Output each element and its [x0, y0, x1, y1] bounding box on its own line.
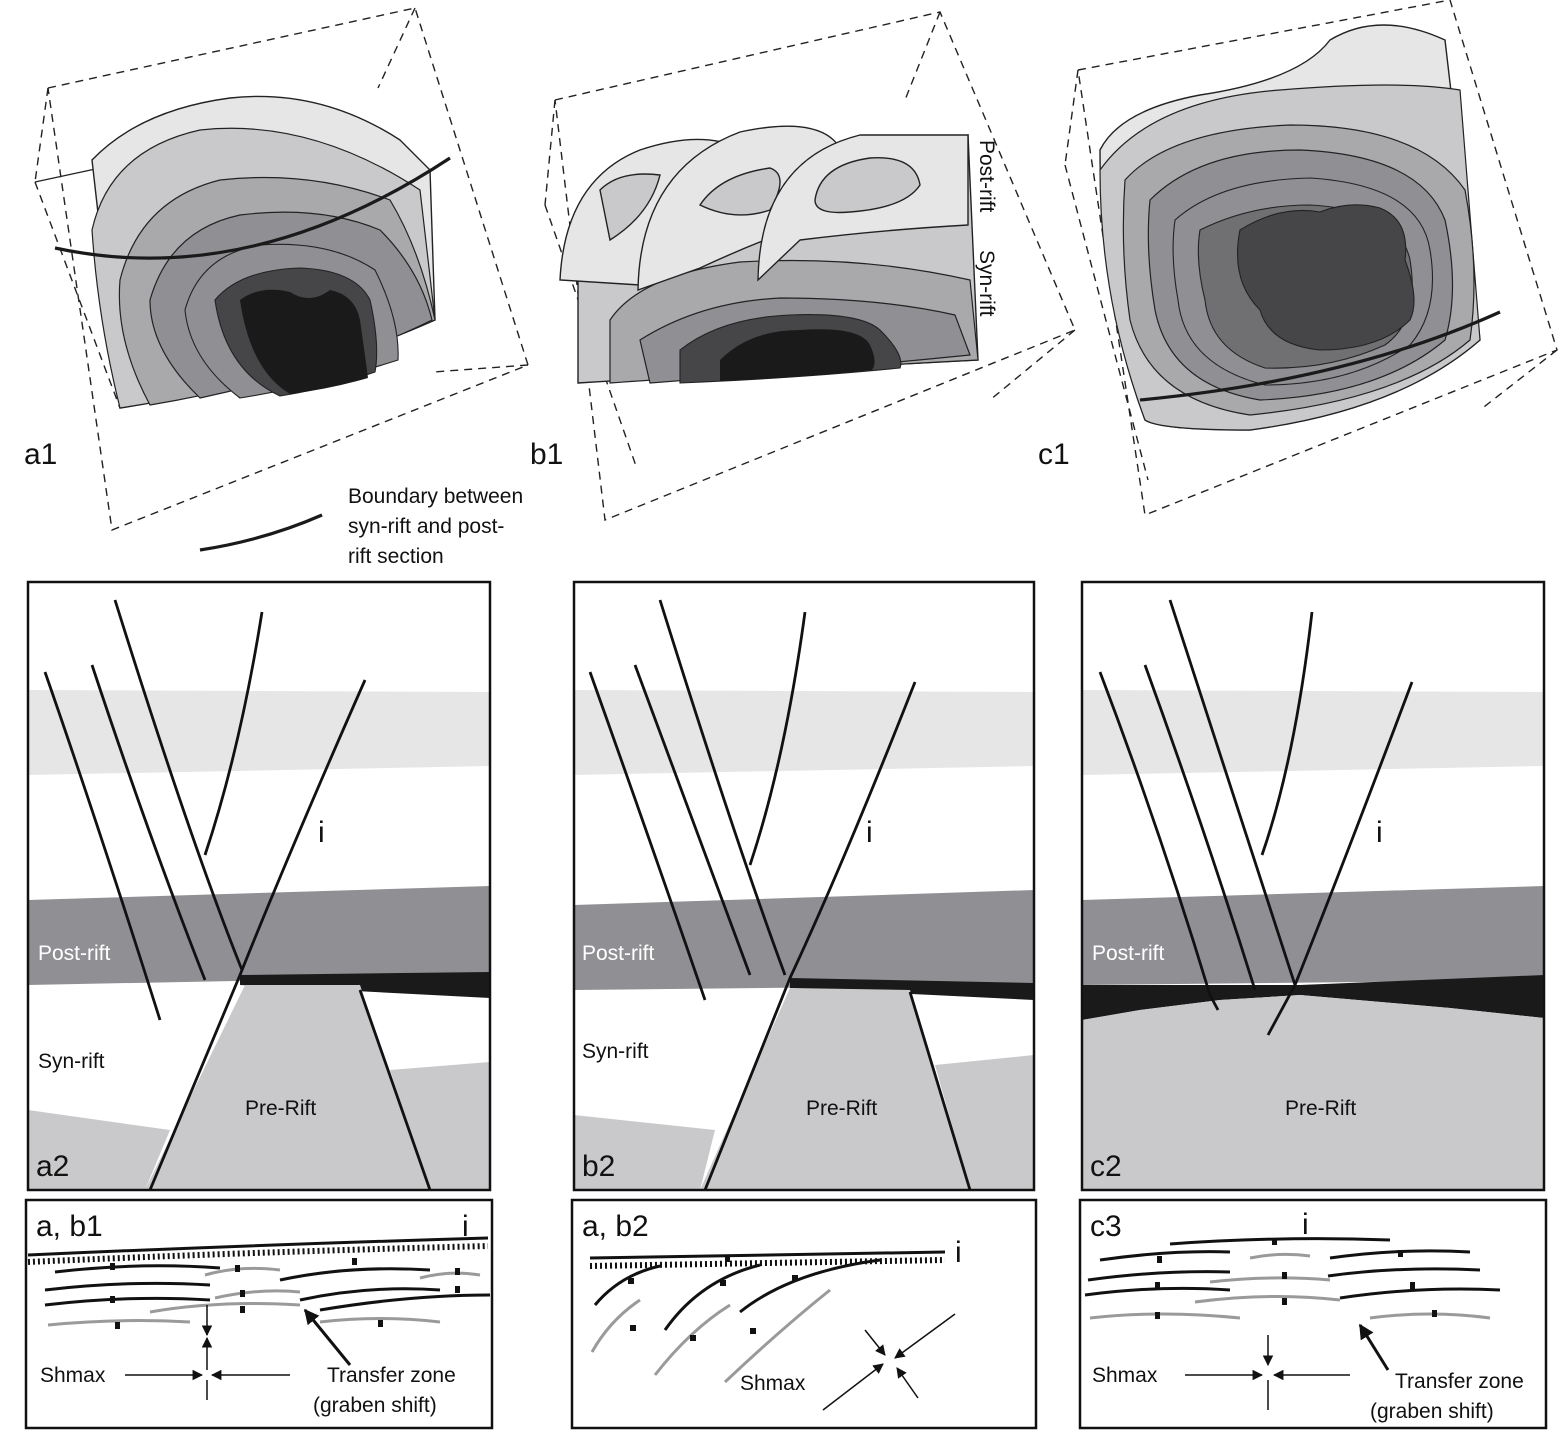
- c2-pre-rift-label: Pre-Rift: [1285, 1097, 1356, 1120]
- a2-fault-label: i: [318, 816, 325, 849]
- section-a2: i Post-rift Syn-rift Pre-Rift a2: [26, 580, 492, 1192]
- b2-thin-layer: [790, 978, 1034, 1000]
- block-b1-syn-rift-label: Syn-rift: [975, 250, 998, 317]
- c2-panel-label: c2: [1090, 1150, 1122, 1183]
- block-c1-wireframe: [1064, 0, 1558, 516]
- section-b2-frame: [572, 580, 1036, 1192]
- block-b1-lobe-3-inner: [814, 157, 921, 214]
- map-ab2-label: a, b2: [582, 1210, 649, 1243]
- b2-pre-rift-left: [574, 1115, 715, 1190]
- section-b2: i Post-rift Syn-rift Pre-Rift b2: [572, 580, 1036, 1192]
- legend-line-1: Boundary between: [348, 485, 523, 508]
- b2-layer-top: [574, 690, 1034, 775]
- map-ab1-stress-arrows: [125, 1305, 352, 1400]
- map-c3-transfer-line-2: (graben shift): [1370, 1400, 1494, 1423]
- block-a1-wireframe: [34, 7, 529, 531]
- block-a1-rift-boundary: [54, 156, 451, 260]
- map-ab1-transfer-line-1: Transfer zone: [327, 1364, 456, 1387]
- block-a1-core: [240, 289, 368, 394]
- c2-faults: [1098, 599, 1414, 1036]
- map-c3-stress-label: Shmax: [1092, 1364, 1158, 1387]
- map-ab1-main-fault: [27, 1236, 489, 1257]
- c2-layer-top: [1082, 690, 1544, 775]
- map-c3-faults-grey: [1089, 1252, 1491, 1320]
- map-ab1-frame: [24, 1198, 494, 1430]
- a2-pre-rift-right: [390, 1062, 490, 1190]
- map-ab2-stress-label: Shmax: [740, 1372, 806, 1395]
- a2-layer-top: [28, 690, 490, 775]
- map-ab1-faults-grey: [47, 1266, 481, 1327]
- map-ab2-frame: [570, 1198, 1038, 1430]
- block-a1-edge: [34, 167, 101, 183]
- c2-post-rift-label: Post-rift: [1092, 942, 1165, 965]
- block-a1: a1: [24, 7, 529, 531]
- map-ab2-main-fault: [589, 1250, 946, 1260]
- block-c1: c1: [1038, 0, 1558, 516]
- block-c1-core: [1237, 204, 1415, 351]
- c2-fault-label: i: [1376, 816, 1383, 849]
- map-ab1: a, b1 i: [24, 1198, 494, 1430]
- b2-faults: [588, 599, 972, 1191]
- a2-thin-layer: [240, 972, 490, 998]
- b2-panel-label: b2: [582, 1150, 615, 1183]
- map-ab1-hatch: [27, 1243, 489, 1265]
- map-ab1-label: a, b1: [36, 1210, 103, 1243]
- section-c2: i Post-rift Pre-Rift c2: [1080, 580, 1546, 1192]
- map-c3-label: c3: [1090, 1210, 1122, 1243]
- c2-post-rift-layer: [1082, 886, 1544, 985]
- map-ab2-faults-black: [593, 1258, 881, 1331]
- map-c3: c3 i: [1078, 1198, 1548, 1430]
- block-c1-rift-boundary: [1139, 310, 1501, 402]
- b2-post-rift-layer: [574, 890, 1034, 990]
- b2-pre-rift-right: [935, 1055, 1034, 1190]
- block-b1-lobe-1-inner: [599, 173, 661, 242]
- section-a2-frame: [26, 580, 492, 1192]
- legend-line-2: syn-rift and post-: [348, 515, 504, 538]
- map-c3-stress-arrows: [1185, 1323, 1390, 1410]
- b2-fault-label: i: [866, 816, 873, 849]
- b2-pre-rift-horst: [700, 988, 970, 1190]
- section-c2-frame: [1080, 580, 1546, 1192]
- a2-post-rift-label: Post-rift: [38, 942, 111, 965]
- map-ab2-stress-arrows: [822, 1313, 956, 1411]
- map-ab1-transfer-line-2: (graben shift): [313, 1394, 437, 1417]
- map-c3-transfer-line-1: Transfer zone: [1395, 1370, 1524, 1393]
- map-ab1-faults-black: [44, 1264, 491, 1312]
- a2-faults: [43, 599, 432, 1191]
- map-ab2-ticks: [628, 1256, 798, 1341]
- a2-pre-rift-left: [28, 1110, 170, 1190]
- block-b1-core: [720, 329, 875, 381]
- map-ab1-fault-label: i: [462, 1210, 469, 1243]
- b2-post-rift-label: Post-rift: [582, 942, 655, 965]
- block-c1-label: c1: [1038, 438, 1070, 471]
- block-b1-label: b1: [530, 438, 563, 471]
- c2-pre-rift: [1082, 995, 1544, 1190]
- map-ab2-hatch: [589, 1257, 946, 1269]
- map-c3-fault-label: i: [1302, 1208, 1309, 1241]
- map-ab2-fault-label: i: [955, 1236, 962, 1269]
- legend-line-sample: [199, 513, 323, 552]
- block-b1: Post-rift Syn-rift b1: [530, 11, 1076, 521]
- legend: Boundary between syn-rift and post- rift…: [199, 485, 523, 568]
- block-a1-label: a1: [24, 438, 57, 471]
- map-ab1-stress-label: Shmax: [40, 1364, 106, 1387]
- map-c3-ticks: [1155, 1238, 1437, 1319]
- block-b1-lobe-2-inner: [698, 167, 781, 216]
- legend-line-3: rift section: [348, 545, 444, 568]
- a2-pre-rift-label: Pre-Rift: [245, 1097, 316, 1120]
- map-ab2: a, b2 i Shmax: [570, 1198, 1038, 1430]
- a2-syn-rift-label: Syn-rift: [38, 1050, 105, 1073]
- c2-syn-rift-thin: [1082, 975, 1544, 1020]
- a2-panel-label: a2: [36, 1150, 69, 1183]
- a2-pre-rift-horst: [145, 985, 430, 1190]
- block-b1-post-rift-lobes: [559, 125, 969, 291]
- b2-pre-rift-label: Pre-Rift: [806, 1097, 877, 1120]
- block-b1-post-rift-label: Post-rift: [975, 140, 998, 213]
- b2-syn-rift-label: Syn-rift: [582, 1040, 649, 1063]
- a2-post-rift-layer: [28, 886, 490, 985]
- map-ab1-ticks: [110, 1258, 460, 1329]
